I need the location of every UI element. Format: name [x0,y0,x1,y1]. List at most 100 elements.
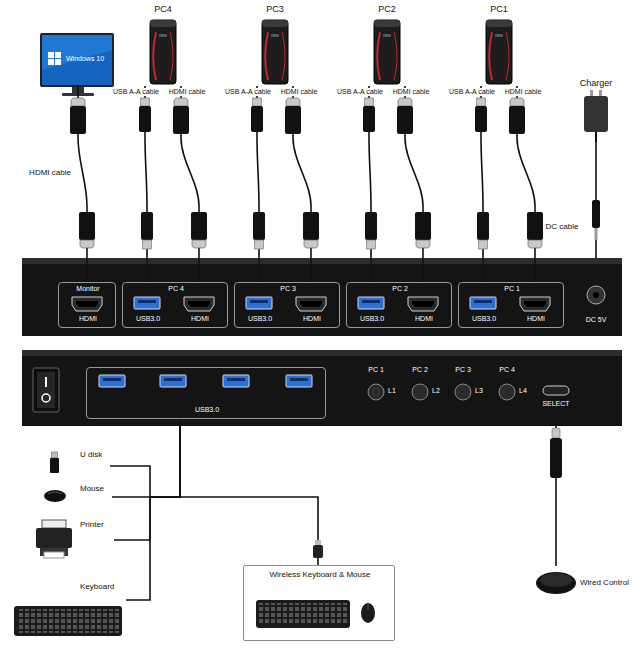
back-panel-bevel [22,258,622,264]
pc-tower: PC2 [365,4,409,86]
cable-label: DC cable [544,222,581,232]
back-panel: DC 5VMonitorHDMIPC 4USB3.0HDMIPC 3USB3.0… [22,258,622,336]
usb-port-icon [358,297,384,309]
keyboard-icon [14,606,122,636]
usb-port-icon [286,375,312,387]
hdmi-plug [191,212,207,248]
node-text: USB3.0 [472,315,496,323]
hdmi-plug [303,212,319,248]
button-label: L1 [388,387,396,395]
hdmi-port-icon [296,297,326,311]
wired-control: Wired Control [532,566,636,598]
select-button [368,384,384,400]
front-panel-bevel [22,350,622,356]
node-text: USB3.0 [136,315,160,323]
power-switch [33,368,59,412]
hdmi-plug [70,98,86,134]
wireless-mouse-icon [361,603,375,623]
node-text: USB3.0 [248,315,272,323]
mouse-button-split [368,604,369,610]
wired-control-puck [536,572,576,594]
usb-port-icon [99,375,125,387]
button-label: PC 2 [412,366,428,374]
usb-plug [477,212,489,249]
cable [112,419,180,497]
node-text: PC 4 [168,285,184,293]
cable-label: HDMI cable [503,88,544,96]
hdmi-plug [415,212,431,248]
monitor-screen: Windows 10 [42,35,112,85]
node-text: USB3.0 [195,406,219,414]
hdmi-plug [509,98,525,134]
power-off-mark [42,394,50,402]
usb-disk: U disk [44,450,110,472]
pc-tower-icon [262,20,288,84]
hdmi-plug [527,212,543,248]
node-text: Mouse [80,484,104,494]
cable [180,419,318,565]
charger-prong [590,90,593,97]
dc-plug [592,200,600,240]
printer-tray [42,520,66,528]
node-text: PC4 [154,4,172,15]
node-text: SELECT [542,400,569,408]
usb-plug [475,98,487,132]
hdmi-plug [79,212,95,248]
mouse-highlight [48,492,62,494]
hdmi-plug [397,98,413,134]
select-button [455,384,471,400]
node-text: USB3.0 [360,315,384,323]
cable-label: USB A-A cable [223,88,273,96]
button-label: L2 [432,387,440,395]
port-group: PC 1USB3.0HDMI [458,282,564,328]
usb-disk-body [50,458,59,473]
usb-plug [251,98,263,132]
button-label: PC 3 [455,366,471,374]
port-group: PC 3USB3.0HDMI [234,282,340,328]
node-text: HDMI [303,315,321,323]
windows-logo [55,52,61,58]
cable-label: USB A-A cable [335,88,385,96]
pc-tower-icon [486,20,512,84]
charger-prong [599,90,602,97]
power-rocker [37,372,55,408]
usb-plug [139,98,151,132]
button-label: L3 [475,387,483,395]
select-button [499,384,515,400]
monitor-frame [40,33,114,87]
usb-plug [253,212,265,249]
wireless-keyboard-icon [256,600,350,628]
node-text: Wired Control [580,578,629,588]
node-text: PC2 [378,4,396,15]
puck-top [540,573,572,587]
pc-tower-icon [150,20,176,84]
charger: Charger [568,78,624,142]
node-text: Monitor [76,285,99,293]
usb-disk-head [52,452,58,458]
screen-glow [42,35,112,70]
pc-tower: PC1 [477,4,521,86]
node-text: Printer [80,520,104,530]
node-text: HDMI [527,315,545,323]
node-text: PC 2 [392,285,408,293]
front-panel: SELECT USB3.0 [22,350,622,426]
usb-plug [363,98,375,132]
node-text: DC 5V [586,316,607,324]
select-port [543,386,569,395]
port-group: PC 4USB3.0HDMI [122,282,228,328]
cable-label: USB A-A cable [111,88,161,96]
hdmi-port-icon [520,297,550,311]
cable-label: HDMI cable [167,88,208,96]
cable-label: HDMI cable [279,88,320,96]
charger-cord [595,132,597,142]
node-text: PC1 [490,4,508,15]
hdmi-plug [173,98,189,134]
button-label: PC 1 [368,366,384,374]
hdmi-port-icon [184,297,214,311]
wireless-set: Wireless Keyboard & Mouse [243,565,395,641]
node-text: Keyboard [80,582,114,592]
port-group: MonitorHDMI [58,282,116,328]
usb-port-icon [160,375,186,387]
